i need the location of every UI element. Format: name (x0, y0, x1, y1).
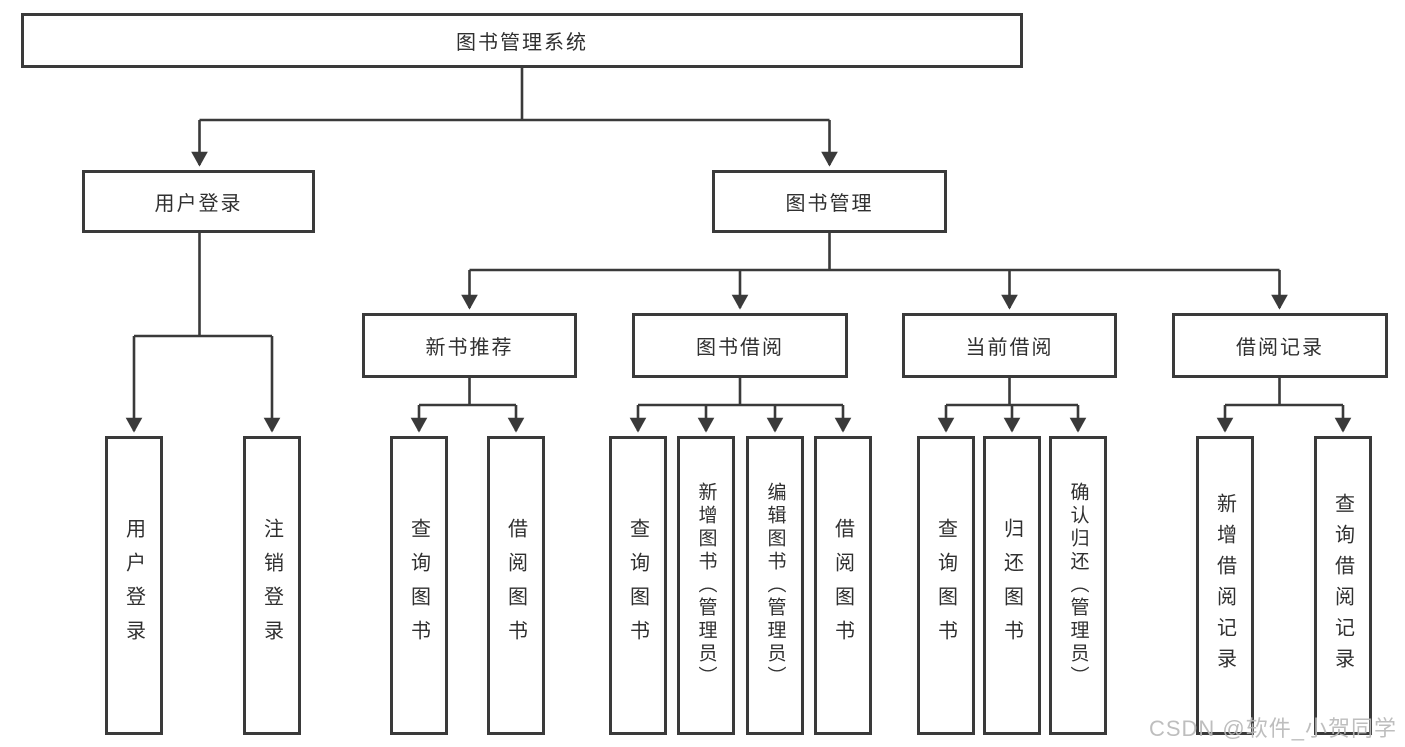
node-label: 确认归还（管理员） (1067, 482, 1089, 689)
node-current-borrowing: 当前借阅 (902, 313, 1117, 378)
node-label: 查询图书 (407, 517, 430, 654)
node-system-root: 图书管理系统 (21, 13, 1023, 68)
leaf-edit-books-admin: 编辑图书（管理员） (746, 436, 804, 735)
connector-borrow-records-stem (1225, 378, 1343, 407)
node-label: 借阅图书 (504, 517, 527, 654)
node-user-login: 用户登录 (82, 170, 315, 233)
node-label: 用户登录 (122, 517, 145, 654)
node-label: 新书推荐 (425, 337, 514, 359)
node-label: 查询图书 (626, 517, 649, 654)
node-label: 新增借阅记录 (1213, 492, 1236, 679)
leaf-query-books: 查询图书 (609, 436, 667, 735)
node-label: 注销登录 (260, 517, 283, 654)
leaf-borrow-books: 借阅图书 (814, 436, 872, 735)
connector-root-stem (199, 68, 830, 122)
leaf-logout: 注销登录 (243, 436, 301, 735)
connector-user-login-stem (134, 233, 272, 338)
node-borrowing-records: 借阅记录 (1172, 313, 1388, 378)
connector-current-borrow-stem (946, 378, 1078, 407)
node-label: 查询借阅记录 (1331, 492, 1354, 679)
leaf-add-books-admin: 新增图书（管理员） (677, 436, 735, 735)
node-book-borrowing: 图书借阅 (632, 313, 848, 378)
connector-book-borrow-stem (638, 378, 843, 407)
node-book-management: 图书管理 (712, 170, 947, 233)
node-label: 借阅记录 (1236, 337, 1324, 359)
leaf-user-login: 用户登录 (105, 436, 163, 735)
node-label: 当前借阅 (965, 337, 1054, 359)
leaf-query-books: 查询图书 (917, 436, 975, 735)
leaf-query-books: 查询图书 (390, 436, 448, 735)
node-label: 图书管理系统 (456, 32, 588, 54)
node-label: 查询图书 (934, 517, 957, 654)
leaf-add-borrow-record: 新增借阅记录 (1196, 436, 1254, 735)
connector-new-book-rec-stem (419, 378, 516, 407)
node-label: 归还图书 (1000, 517, 1023, 654)
leaf-borrow-books: 借阅图书 (487, 436, 545, 735)
leaf-return-books: 归还图书 (983, 436, 1041, 735)
node-label: 编辑图书（管理员） (764, 482, 786, 689)
node-label: 图书管理 (785, 193, 874, 215)
leaf-confirm-return-admin: 确认归还（管理员） (1049, 436, 1107, 735)
node-label: 新增图书（管理员） (695, 482, 717, 689)
connector-book-mgmt-stem (469, 233, 1280, 272)
leaf-query-borrow-record: 查询借阅记录 (1314, 436, 1372, 735)
node-new-book-recommendation: 新书推荐 (362, 313, 577, 378)
node-label: 借阅图书 (831, 517, 854, 654)
node-label: 用户登录 (154, 193, 243, 215)
node-label: 图书借阅 (696, 337, 784, 359)
